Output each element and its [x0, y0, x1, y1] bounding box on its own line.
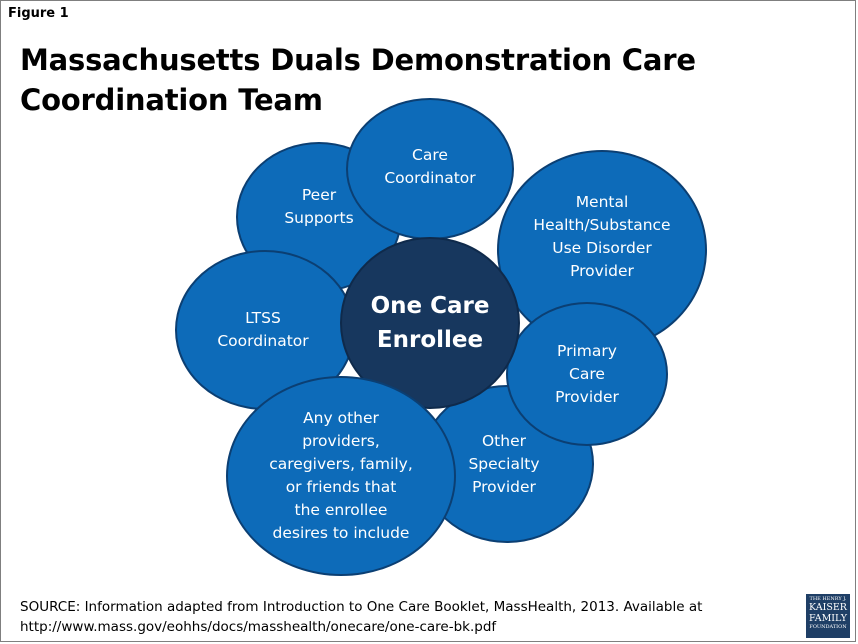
- node-peer-supports-label: Peer Supports: [284, 186, 354, 227]
- node-any-other-providers-label: Any other providers, caregivers, family,…: [269, 409, 413, 542]
- node-ltss-coordinator-label: LTSS Coordinator: [217, 309, 309, 350]
- node-primary-care-provider: Primary Care Provider: [506, 302, 668, 446]
- node-one-care-enrollee-label: One Care Enrollee: [370, 293, 490, 353]
- node-care-coordinator-label: Care Coordinator: [384, 146, 476, 187]
- page-title: Massachusetts Duals Demonstration Care C…: [20, 43, 696, 117]
- logo-line-1: THE HENRY J.: [809, 596, 847, 602]
- logo-line-4: FOUNDATION: [809, 624, 847, 630]
- node-other-specialty-label: Other Specialty Provider: [468, 431, 540, 496]
- logo-line-3: FAMILY: [808, 613, 848, 624]
- kaiser-family-foundation-logo: THE HENRY J. KAISER FAMILY FOUNDATION: [806, 594, 850, 638]
- node-mental-health-label: Mental Health/Substance Use Disorder Pro…: [533, 193, 671, 280]
- node-care-coordinator: Care Coordinator: [346, 98, 514, 240]
- source-line-2: http://www.mass.gov/eohhs/docs/masshealt…: [20, 619, 497, 635]
- node-primary-care-label: Primary Care Provider: [555, 341, 619, 406]
- figure-label: Figure 1: [8, 6, 69, 21]
- source-note: SOURCE: Information adapted from Introdu…: [20, 597, 780, 637]
- node-any-other-providers: Any other providers, caregivers, family,…: [226, 376, 456, 576]
- source-line-1: SOURCE: Information adapted from Introdu…: [20, 599, 703, 615]
- logo-line-2: KAISER: [809, 602, 847, 613]
